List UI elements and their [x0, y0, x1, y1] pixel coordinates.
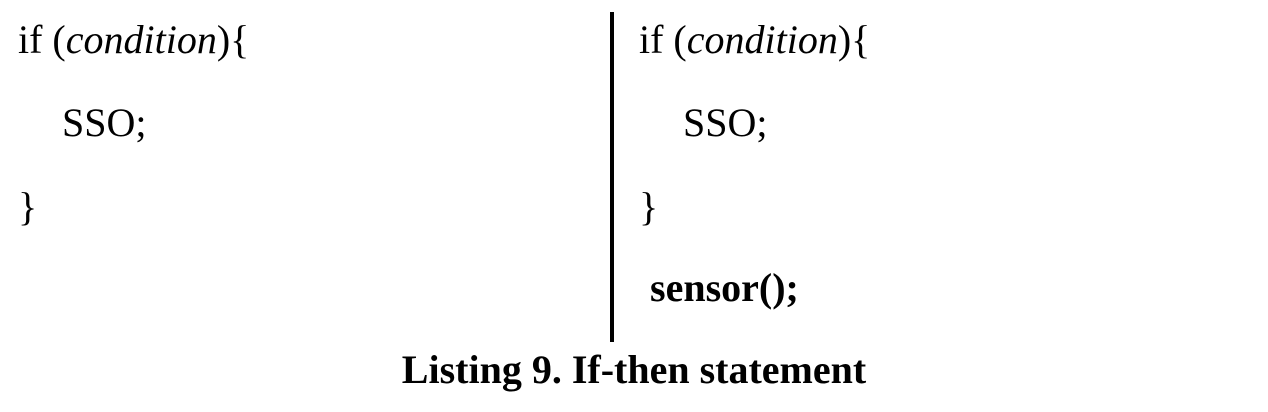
code-panel-right: if (condition){ SSO; } sensor();	[621, 0, 1221, 340]
close-brace: }	[18, 184, 38, 229]
close-brace: }	[639, 184, 659, 229]
body-statement: SSO;	[62, 100, 147, 145]
if-close: ){	[837, 17, 871, 62]
listing-caption: Listing 9. If-then statement	[401, 347, 867, 392]
sensor-call-statement: sensor();	[650, 265, 799, 310]
if-line: if (condition){	[639, 16, 870, 64]
if-keyword: if (	[18, 17, 66, 62]
if-close: ){	[216, 17, 250, 62]
code-panel-left: if (condition){ SSO; }	[0, 0, 600, 340]
body-statement: SSO;	[683, 100, 768, 145]
column-divider	[610, 12, 614, 342]
if-keyword: if (	[639, 17, 687, 62]
condition-text: condition	[686, 17, 838, 62]
condition-text: condition	[65, 17, 217, 62]
if-line: if (condition){	[18, 16, 249, 64]
